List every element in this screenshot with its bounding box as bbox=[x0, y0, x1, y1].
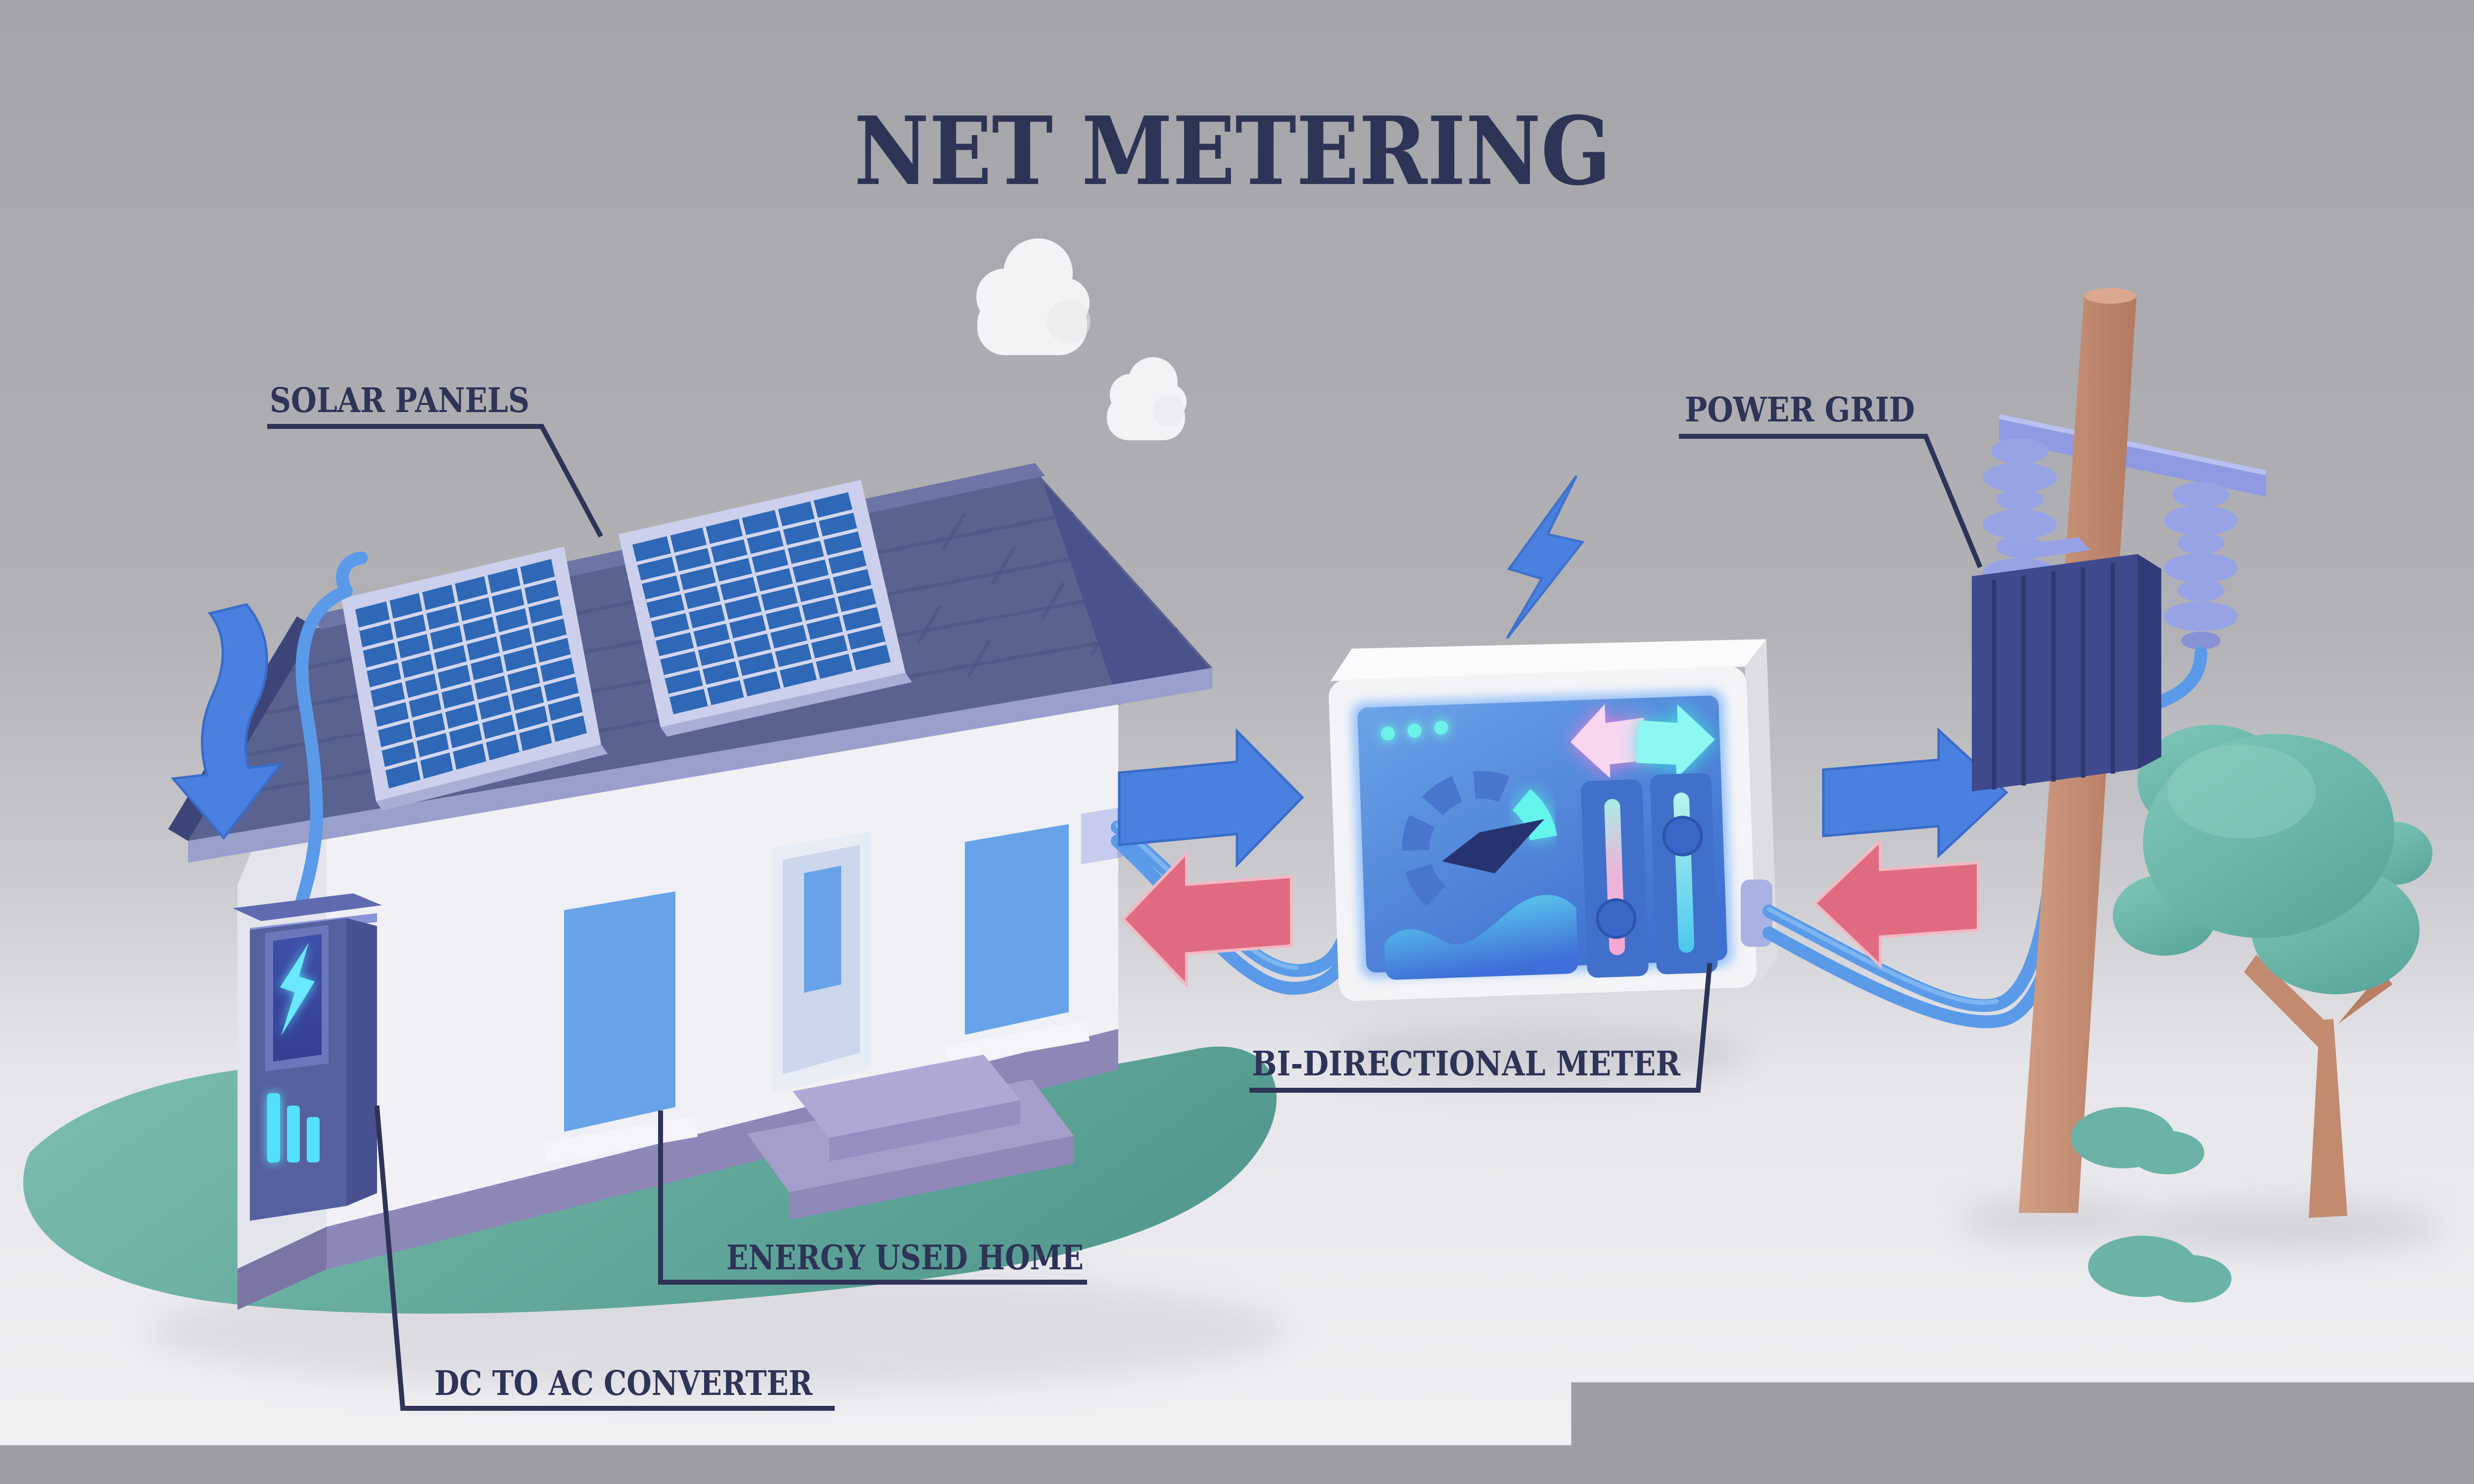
page-title: NET METERING bbox=[854, 96, 1611, 206]
front-window-right bbox=[946, 809, 1090, 1066]
label-bidirectional-meter: BI-DIRECTIONAL METER bbox=[1252, 1044, 1680, 1084]
door-glass bbox=[804, 866, 841, 993]
front-door bbox=[772, 832, 871, 1093]
converter-side bbox=[346, 918, 377, 1206]
label-solar-panels: SOLAR PANELS bbox=[270, 381, 529, 420]
front-window-left bbox=[543, 874, 698, 1163]
window-glass bbox=[965, 824, 1069, 1035]
label-dc-to-ac-converter: DC TO AC CONVERTER bbox=[434, 1364, 812, 1403]
pole-top-cap bbox=[2084, 288, 2137, 304]
slider-knob bbox=[1597, 899, 1636, 938]
label-power-grid: POWER GRID bbox=[1685, 390, 1915, 430]
meter-slider-import bbox=[1581, 779, 1649, 978]
meter-slider-export bbox=[1650, 773, 1718, 974]
window-glass bbox=[564, 891, 675, 1132]
transformer bbox=[1972, 537, 2161, 791]
bidirectional-meter bbox=[1327, 634, 1778, 1003]
dc-ac-converter bbox=[233, 893, 382, 1221]
label-energy-used-home: ENERGY USED HOME bbox=[726, 1238, 1084, 1278]
transformer-side bbox=[2138, 554, 2161, 769]
slider-knob bbox=[1663, 817, 1702, 856]
